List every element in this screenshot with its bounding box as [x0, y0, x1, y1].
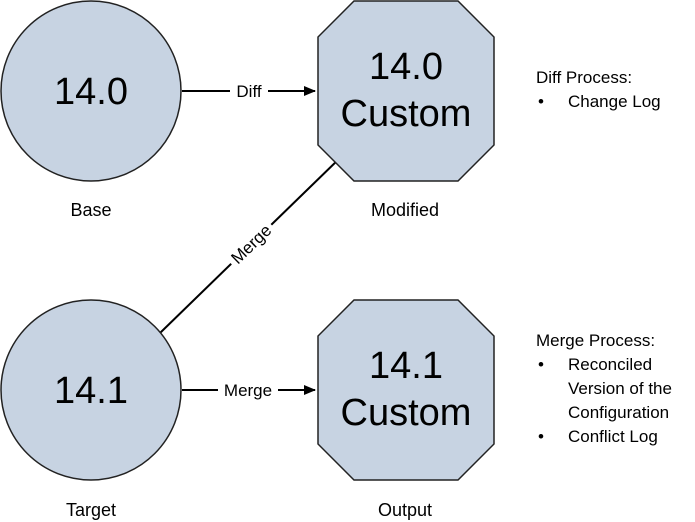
output-custom: Custom — [341, 392, 472, 434]
merge-process-list: Reconciled Version of the Configuration … — [536, 353, 693, 449]
diff-process-list: Change Log — [536, 90, 691, 114]
base-circle — [0, 0, 182, 182]
modified-caption: Modified — [371, 200, 439, 220]
node-base: 14.0 Base — [0, 0, 182, 220]
base-version: 14.0 — [54, 71, 128, 113]
merge-process-notes: Merge Process: Reconciled Version of the… — [536, 329, 693, 449]
node-target: 14.1 Target — [0, 299, 182, 520]
diff-process-notes: Diff Process: Change Log — [536, 66, 691, 114]
edge-merge-horizontal: Merge — [182, 379, 316, 401]
base-caption: Base — [70, 200, 111, 220]
edge-diff: Diff — [182, 80, 316, 102]
output-octagon — [317, 299, 495, 481]
edge-merge-diagonal-label: Merge — [227, 221, 275, 268]
output-version: 14.1 — [369, 345, 443, 387]
edge-merge-horizontal-label: Merge — [224, 381, 272, 400]
target-version: 14.1 — [54, 370, 128, 412]
node-modified: 14.0 Custom Modified — [317, 0, 495, 220]
diff-process-title: Diff Process: — [536, 68, 633, 87]
target-circle — [0, 299, 182, 481]
list-item: Reconciled Version of the Configuration — [536, 353, 693, 425]
node-output: 14.1 Custom Output — [317, 299, 495, 520]
modified-custom: Custom — [341, 93, 472, 135]
merge-process-title: Merge Process: — [536, 331, 656, 350]
list-item: Conflict Log — [536, 425, 693, 449]
target-caption: Target — [66, 500, 116, 520]
output-caption: Output — [378, 500, 432, 520]
list-item: Change Log — [536, 90, 691, 114]
modified-octagon — [317, 0, 495, 182]
edge-diff-label: Diff — [236, 82, 261, 101]
edge-merge-diagonal: Merge — [159, 155, 343, 334]
modified-version: 14.0 — [369, 46, 443, 88]
